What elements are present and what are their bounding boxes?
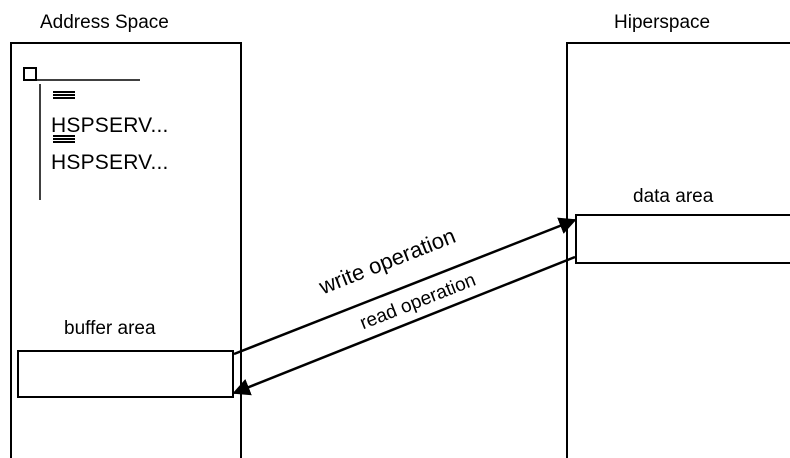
buffer-area-label: buffer area xyxy=(64,318,156,339)
read-operation-arrow xyxy=(232,255,576,396)
data-area-box xyxy=(575,214,790,264)
buffer-area-box xyxy=(17,350,234,398)
data-area-label: data area xyxy=(633,186,714,207)
instruction-lines-icon xyxy=(53,135,75,146)
code-line-2: HSPSERV... xyxy=(51,151,169,174)
hiperspace-title: Hiperspace xyxy=(614,12,711,33)
address-space-title: Address Space xyxy=(40,12,169,33)
code-line-1: HSPSERV... xyxy=(51,114,169,137)
write-operation-arrow xyxy=(233,217,577,356)
program-listing-frame xyxy=(23,67,140,200)
instruction-lines-icon xyxy=(53,91,75,102)
